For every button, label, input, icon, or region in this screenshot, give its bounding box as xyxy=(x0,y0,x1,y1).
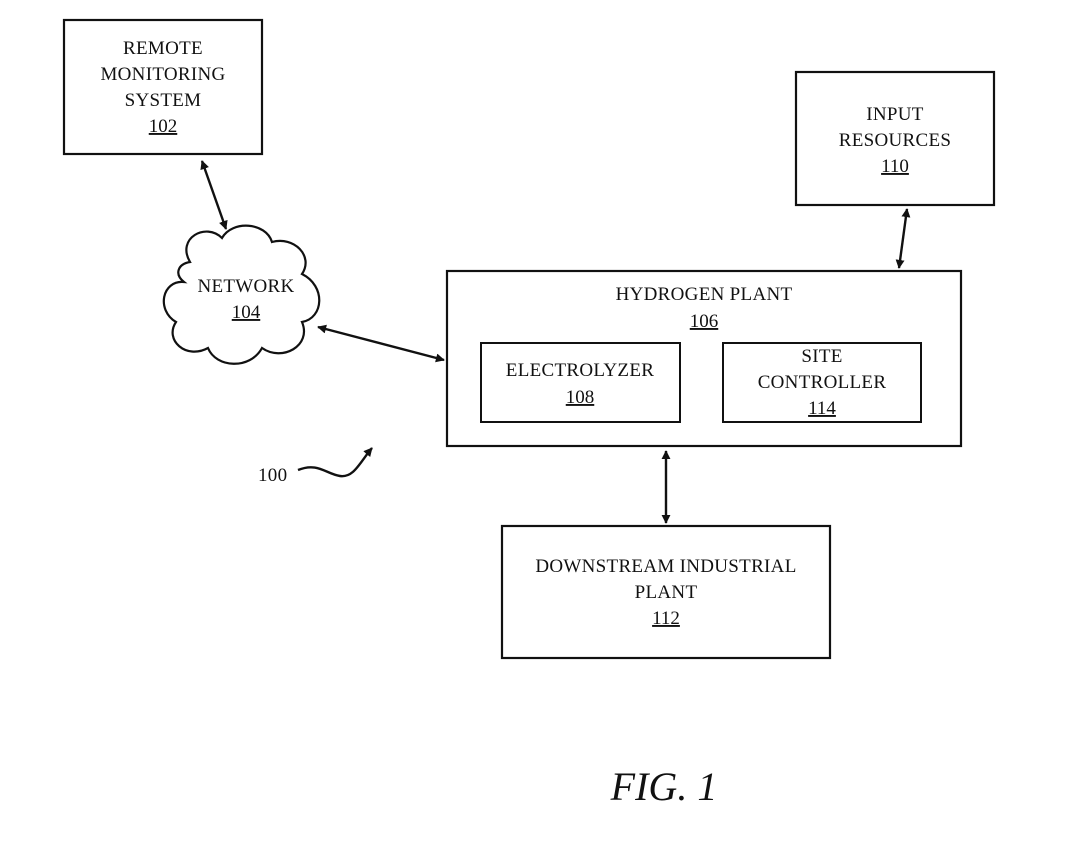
figure-caption: FIG. 1 xyxy=(610,764,718,809)
network-label: NETWORK xyxy=(197,276,294,297)
downstream-plant-ref-number: 112 xyxy=(652,608,680,629)
remote-monitoring-label-line-1: REMOTE xyxy=(123,38,203,59)
input-resources-node: INPUT RESOURCES 110 xyxy=(796,72,994,205)
remote-monitoring-label-line-2: MONITORING xyxy=(100,64,225,85)
hydrogen-plant-ref-number: 106 xyxy=(690,311,719,332)
input-resources-label-line-2: RESOURCES xyxy=(839,130,952,151)
site-controller-label-line-2: CONTROLLER xyxy=(758,372,887,393)
downstream-plant-label-line-1: DOWNSTREAM INDUSTRIAL xyxy=(535,556,796,577)
electrolyzer-box xyxy=(481,343,680,422)
network-hydrogen-plant-arrow xyxy=(318,327,444,360)
input-resources-hydrogen-plant-arrow xyxy=(899,209,907,268)
electrolyzer-node: ELECTROLYZER 108 xyxy=(481,343,680,422)
site-controller-node: SITE CONTROLLER 114 xyxy=(723,343,921,422)
system-ref-squiggle-arrow xyxy=(298,448,372,476)
system-reference: 100 xyxy=(258,448,372,486)
site-controller-label-line-1: SITE xyxy=(801,346,842,367)
input-resources-ref-number: 110 xyxy=(881,156,909,177)
downstream-industrial-plant-node: DOWNSTREAM INDUSTRIAL PLANT 112 xyxy=(502,526,830,658)
network-node: NETWORK 104 xyxy=(164,226,319,364)
hydrogen-plant-node: HYDROGEN PLANT 106 ELECTROLYZER 108 SITE… xyxy=(447,271,961,446)
hydrogen-plant-label: HYDROGEN PLANT xyxy=(616,284,793,305)
electrolyzer-ref-number: 108 xyxy=(566,387,595,408)
network-ref-number: 104 xyxy=(232,302,261,323)
system-ref-number: 100 xyxy=(258,465,287,486)
remote-monitoring-ref-number: 102 xyxy=(149,116,178,137)
remote-monitoring-label-line-3: SYSTEM xyxy=(125,90,202,111)
site-controller-ref-number: 114 xyxy=(808,398,836,419)
remote-monitoring-system-node: REMOTE MONITORING SYSTEM 102 xyxy=(64,20,262,154)
electrolyzer-label: ELECTROLYZER xyxy=(506,360,654,381)
remote-monitoring-network-arrow xyxy=(202,161,226,229)
input-resources-label-line-1: INPUT xyxy=(866,104,924,125)
downstream-plant-label-line-2: PLANT xyxy=(635,582,698,603)
